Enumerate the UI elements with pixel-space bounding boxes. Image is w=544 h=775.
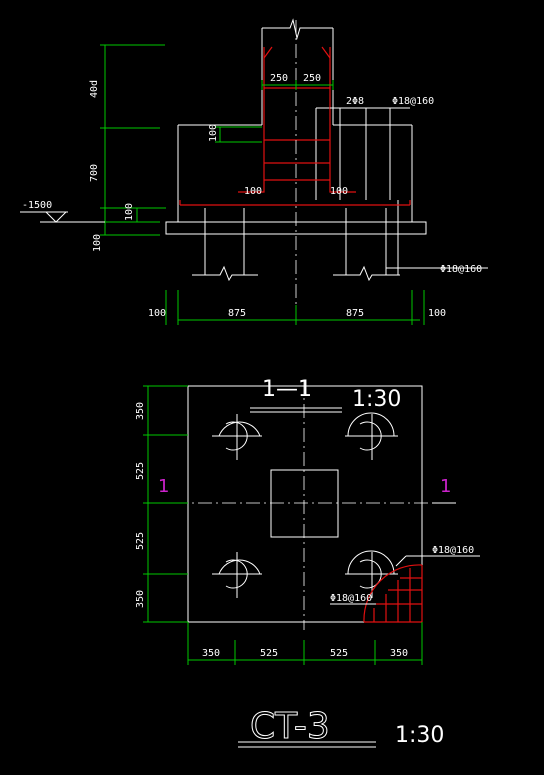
column-outline bbox=[261, 28, 334, 125]
bottom-rebar bbox=[179, 200, 411, 206]
bottom-bar-label: Φ18@160 bbox=[440, 264, 482, 275]
top-bar-label: Φ18@160 bbox=[392, 96, 434, 107]
elevation-view: 40d 700 100 100 100 -1500 250 250 100 10… bbox=[20, 18, 488, 325]
plan-left-dims bbox=[143, 385, 188, 623]
pile-plan-tl bbox=[212, 414, 262, 460]
width-dim-4: 100 bbox=[428, 308, 446, 319]
plan-bottom-dim-3: 525 bbox=[330, 648, 348, 659]
pile-cap-plan bbox=[187, 385, 423, 623]
section-scale: 1:30 bbox=[352, 387, 401, 412]
stirrups bbox=[264, 87, 330, 181]
plan-bottom-dim-1: 350 bbox=[202, 648, 220, 659]
bar-top-dim-label: 100 bbox=[208, 124, 219, 142]
width-dim-1: 100 bbox=[148, 308, 166, 319]
horizontal-dim-lines bbox=[165, 290, 425, 325]
pile-plan-br bbox=[345, 550, 398, 598]
plan-left-dim-4: 350 bbox=[135, 590, 146, 608]
hook-dim-left: 100 bbox=[244, 186, 262, 197]
plan-bottom-dim-2: 525 bbox=[260, 648, 278, 659]
section-title: 1—1 bbox=[262, 377, 312, 402]
plan-left-dim-2: 525 bbox=[135, 462, 146, 480]
column-dim-left: 250 bbox=[270, 73, 288, 84]
plan-rebar-top-label: Φ18@160 bbox=[432, 545, 474, 556]
plan-view: 1—1 1:30 1 1 350 525 525 350 350 525 525… bbox=[135, 377, 480, 665]
title-underline bbox=[238, 741, 376, 748]
drawing-title: CT-3 bbox=[250, 706, 330, 747]
vertical-dim-lines bbox=[100, 44, 165, 236]
hook-dim-right: 100 bbox=[330, 186, 348, 197]
level-mark bbox=[20, 211, 105, 223]
upper-dim-label: 40d bbox=[89, 80, 100, 98]
width-dim-2: 875 bbox=[228, 308, 246, 319]
cut-mark-left: 1 bbox=[158, 476, 169, 497]
plan-bottom-dims bbox=[187, 622, 423, 665]
plan-bottom-dim-4: 350 bbox=[390, 648, 408, 659]
pile-plan-tr bbox=[345, 412, 398, 460]
pad-dim-label: 100 bbox=[92, 234, 103, 252]
plan-rebar-detail bbox=[363, 564, 423, 623]
mid-dim-label: 700 bbox=[89, 164, 100, 182]
column-rebar bbox=[238, 47, 356, 193]
stirrup-label: 2Φ8 bbox=[346, 96, 364, 107]
level-mark-label: -1500 bbox=[22, 200, 52, 211]
width-dim-3: 875 bbox=[346, 308, 364, 319]
plan-left-dim-1: 350 bbox=[135, 402, 146, 420]
drawing-scale: 1:30 bbox=[395, 723, 444, 748]
drawing-title-block: CT-3 1:30 bbox=[238, 706, 444, 748]
cover-dim-label: 100 bbox=[124, 203, 135, 221]
pile-plan-bl bbox=[212, 552, 262, 598]
column-dim-right: 250 bbox=[303, 73, 321, 84]
column-break-line bbox=[262, 18, 333, 40]
pile-cap-outline bbox=[177, 124, 413, 208]
column-plan bbox=[270, 469, 339, 538]
plan-rebar-bottom-label: Φ18@160 bbox=[330, 593, 372, 604]
plan-left-dim-3: 525 bbox=[135, 532, 146, 550]
cut-mark-right: 1 bbox=[440, 476, 451, 497]
rebar-lines-right bbox=[315, 107, 391, 200]
left-pile bbox=[192, 208, 258, 282]
right-pile bbox=[333, 208, 400, 282]
column-width-dims bbox=[261, 80, 334, 90]
